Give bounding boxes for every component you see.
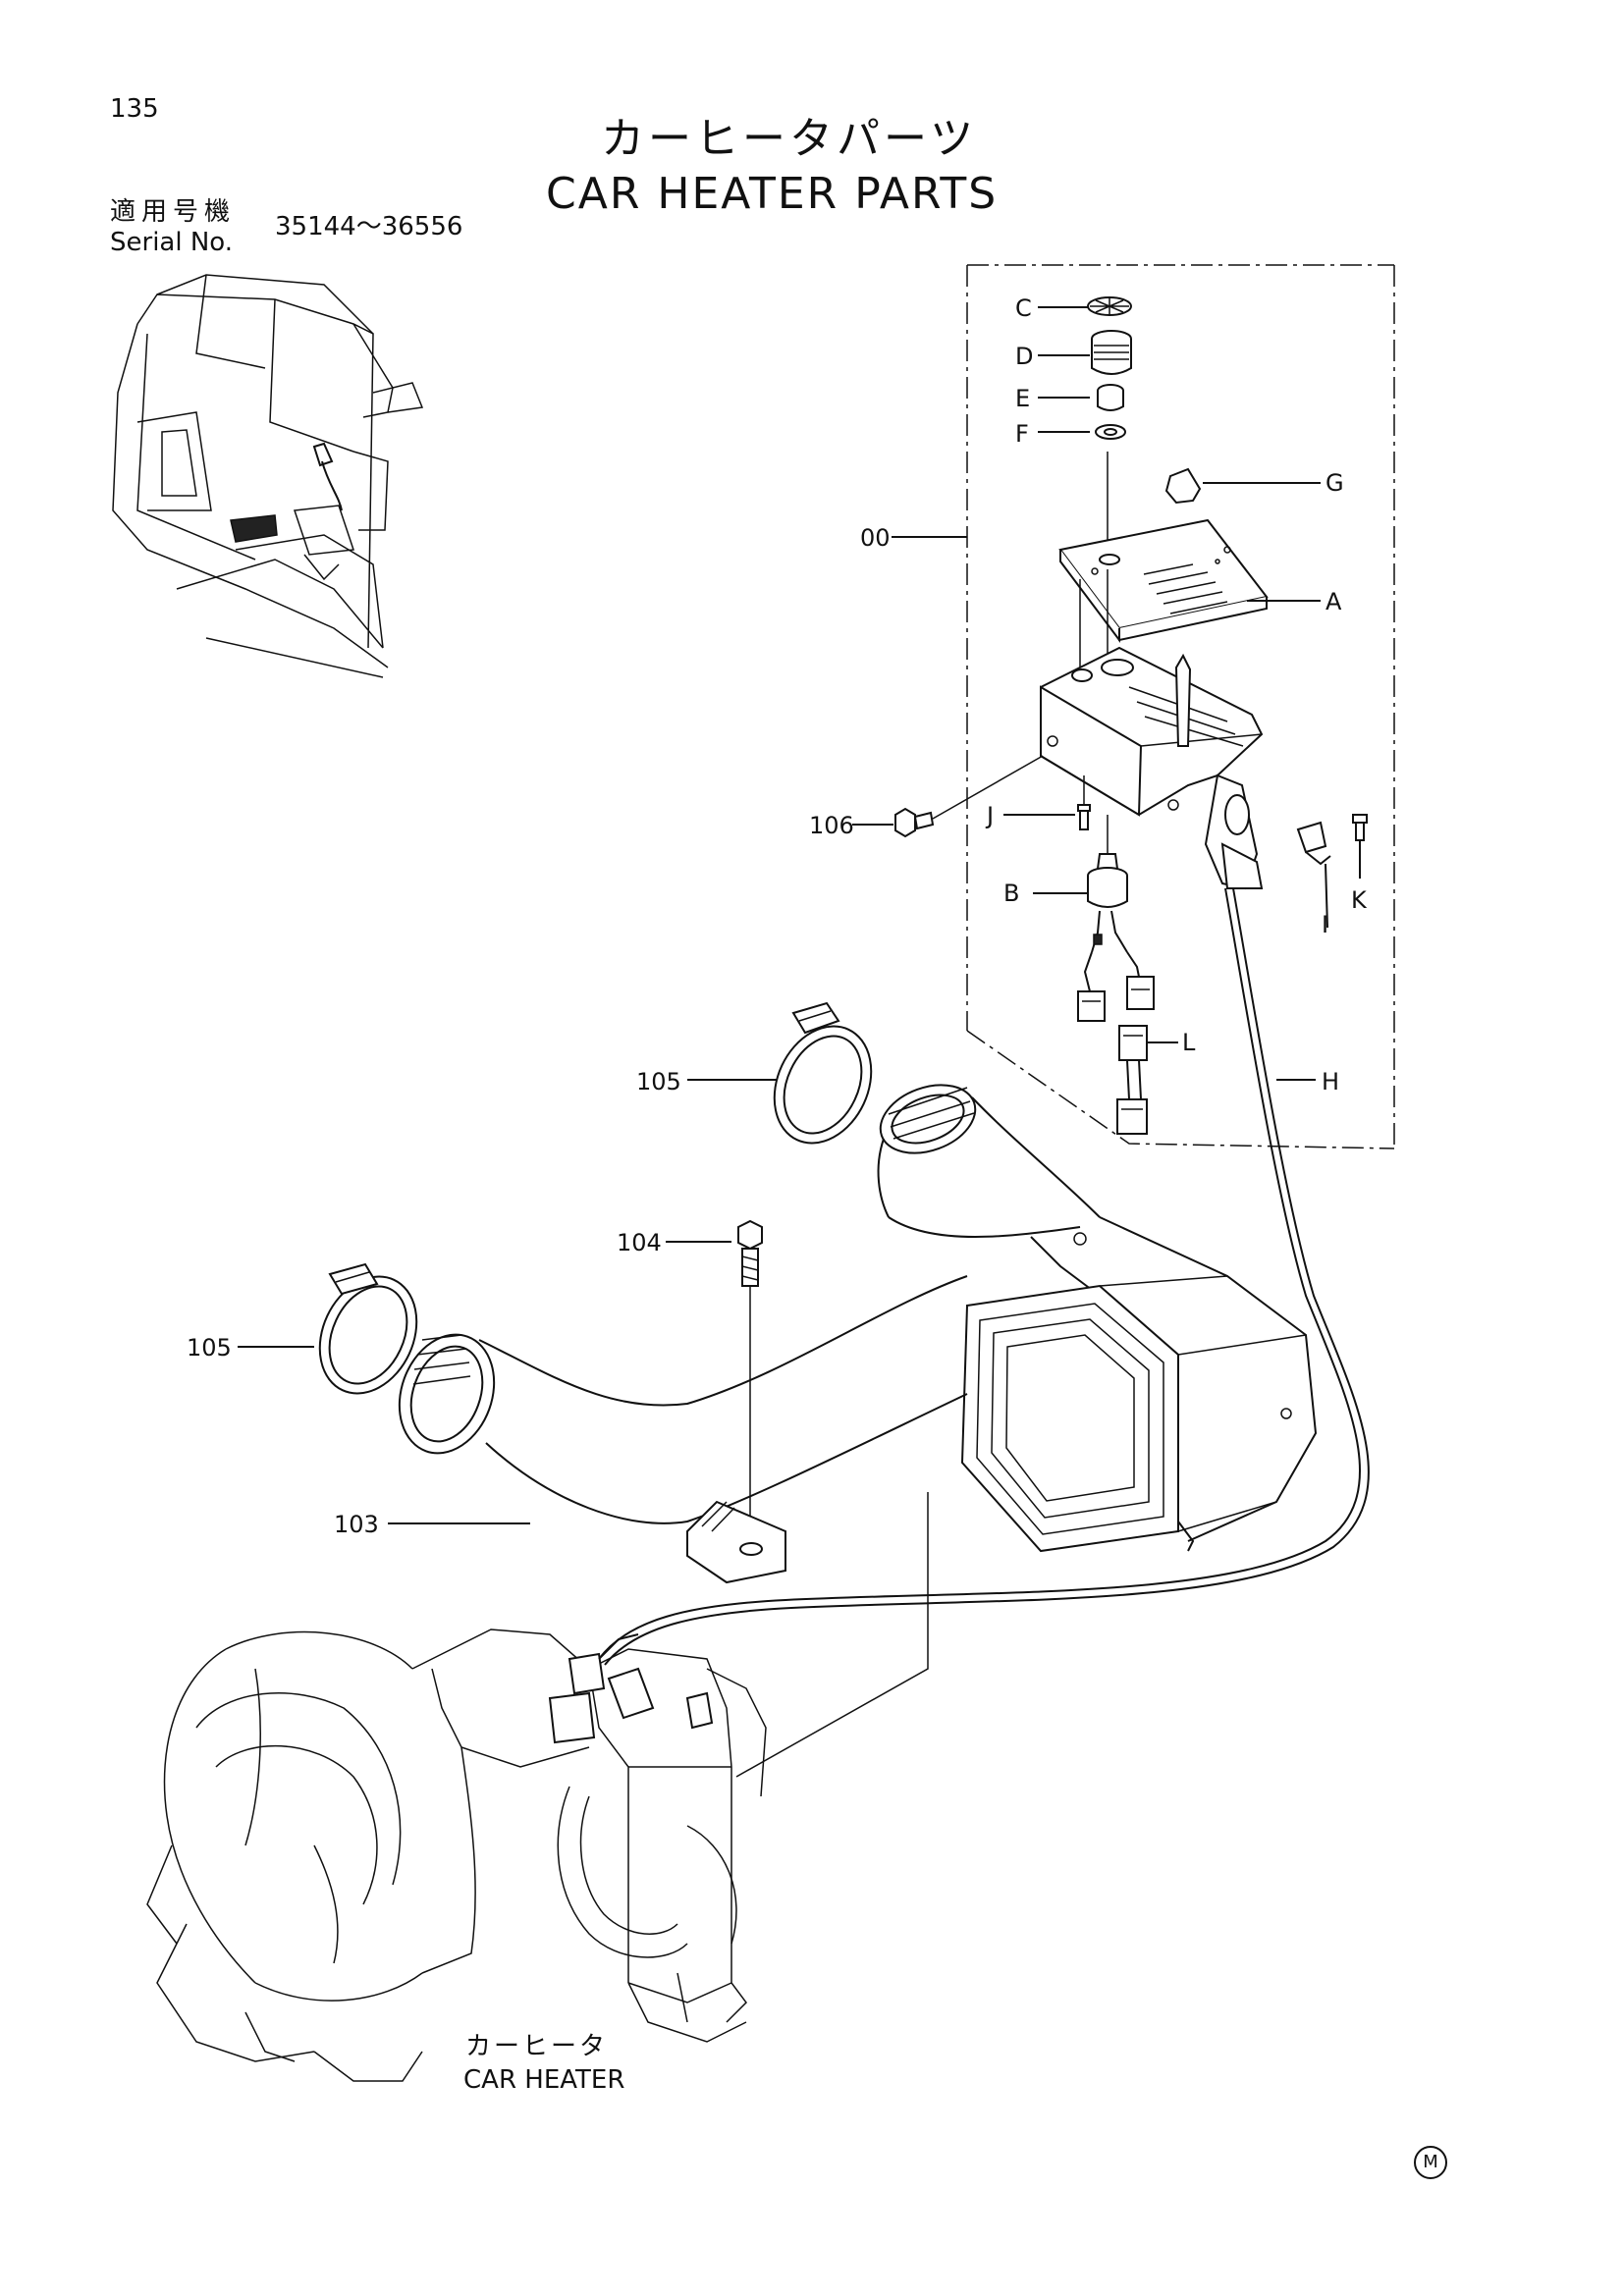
lever-knob-g bbox=[1164, 467, 1321, 505]
callout-h: H bbox=[1322, 1068, 1340, 1095]
control-bracket bbox=[1040, 646, 1264, 890]
corner-mark: M bbox=[1414, 2146, 1447, 2179]
car-heater-caption-japanese: カーヒータ bbox=[465, 2032, 609, 2061]
callout-105-upper: 105 bbox=[636, 1068, 681, 1095]
knob-stack bbox=[1038, 296, 1132, 545]
screw-j bbox=[1003, 775, 1091, 830]
serial-label: Serial No. bbox=[110, 228, 233, 257]
callout-k: K bbox=[1351, 886, 1367, 914]
cover-plate-a bbox=[1058, 518, 1321, 667]
callout-105-lower: 105 bbox=[187, 1334, 232, 1362]
control-cable-h bbox=[598, 887, 1370, 1666]
serial-label-japanese: 適用号機 bbox=[110, 197, 237, 227]
callout-j: J bbox=[987, 802, 995, 829]
callout-00: 00 bbox=[860, 524, 891, 552]
callout-e: E bbox=[1015, 385, 1031, 412]
hose-clamp-105-lower bbox=[238, 1262, 418, 1395]
connector-l bbox=[1116, 1025, 1178, 1135]
assembly-boundary bbox=[892, 264, 1395, 1149]
callout-g: G bbox=[1325, 469, 1344, 497]
callout-f: F bbox=[1015, 420, 1029, 448]
page-title-japanese: カーヒータパーツ bbox=[601, 114, 978, 164]
car-heater-unit bbox=[146, 1492, 929, 2082]
callout-106: 106 bbox=[809, 812, 854, 839]
page-title: CAR HEATER PARTS bbox=[546, 169, 999, 219]
page-number: 135 bbox=[110, 94, 159, 124]
cab-location-thumbnail bbox=[112, 274, 424, 678]
callout-103: 103 bbox=[334, 1511, 379, 1538]
serial-range: 35144～36556 bbox=[275, 212, 463, 241]
callout-i: I bbox=[1322, 911, 1329, 938]
heater-duct-103 bbox=[388, 1084, 1318, 1584]
callout-d: D bbox=[1015, 343, 1034, 370]
clip-i-screw-k bbox=[1296, 814, 1368, 929]
callout-a: A bbox=[1325, 588, 1342, 615]
bolt-106 bbox=[852, 755, 1044, 838]
callout-104: 104 bbox=[617, 1229, 662, 1256]
bolt-104 bbox=[666, 1219, 763, 1541]
callout-l: L bbox=[1182, 1029, 1196, 1056]
car-heater-caption: CAR HEATER bbox=[463, 2065, 625, 2095]
sensor-b-harness bbox=[1033, 815, 1155, 1022]
callout-b: B bbox=[1003, 880, 1020, 907]
callout-c: C bbox=[1015, 294, 1032, 322]
hose-clamp-105-upper bbox=[687, 1001, 873, 1145]
